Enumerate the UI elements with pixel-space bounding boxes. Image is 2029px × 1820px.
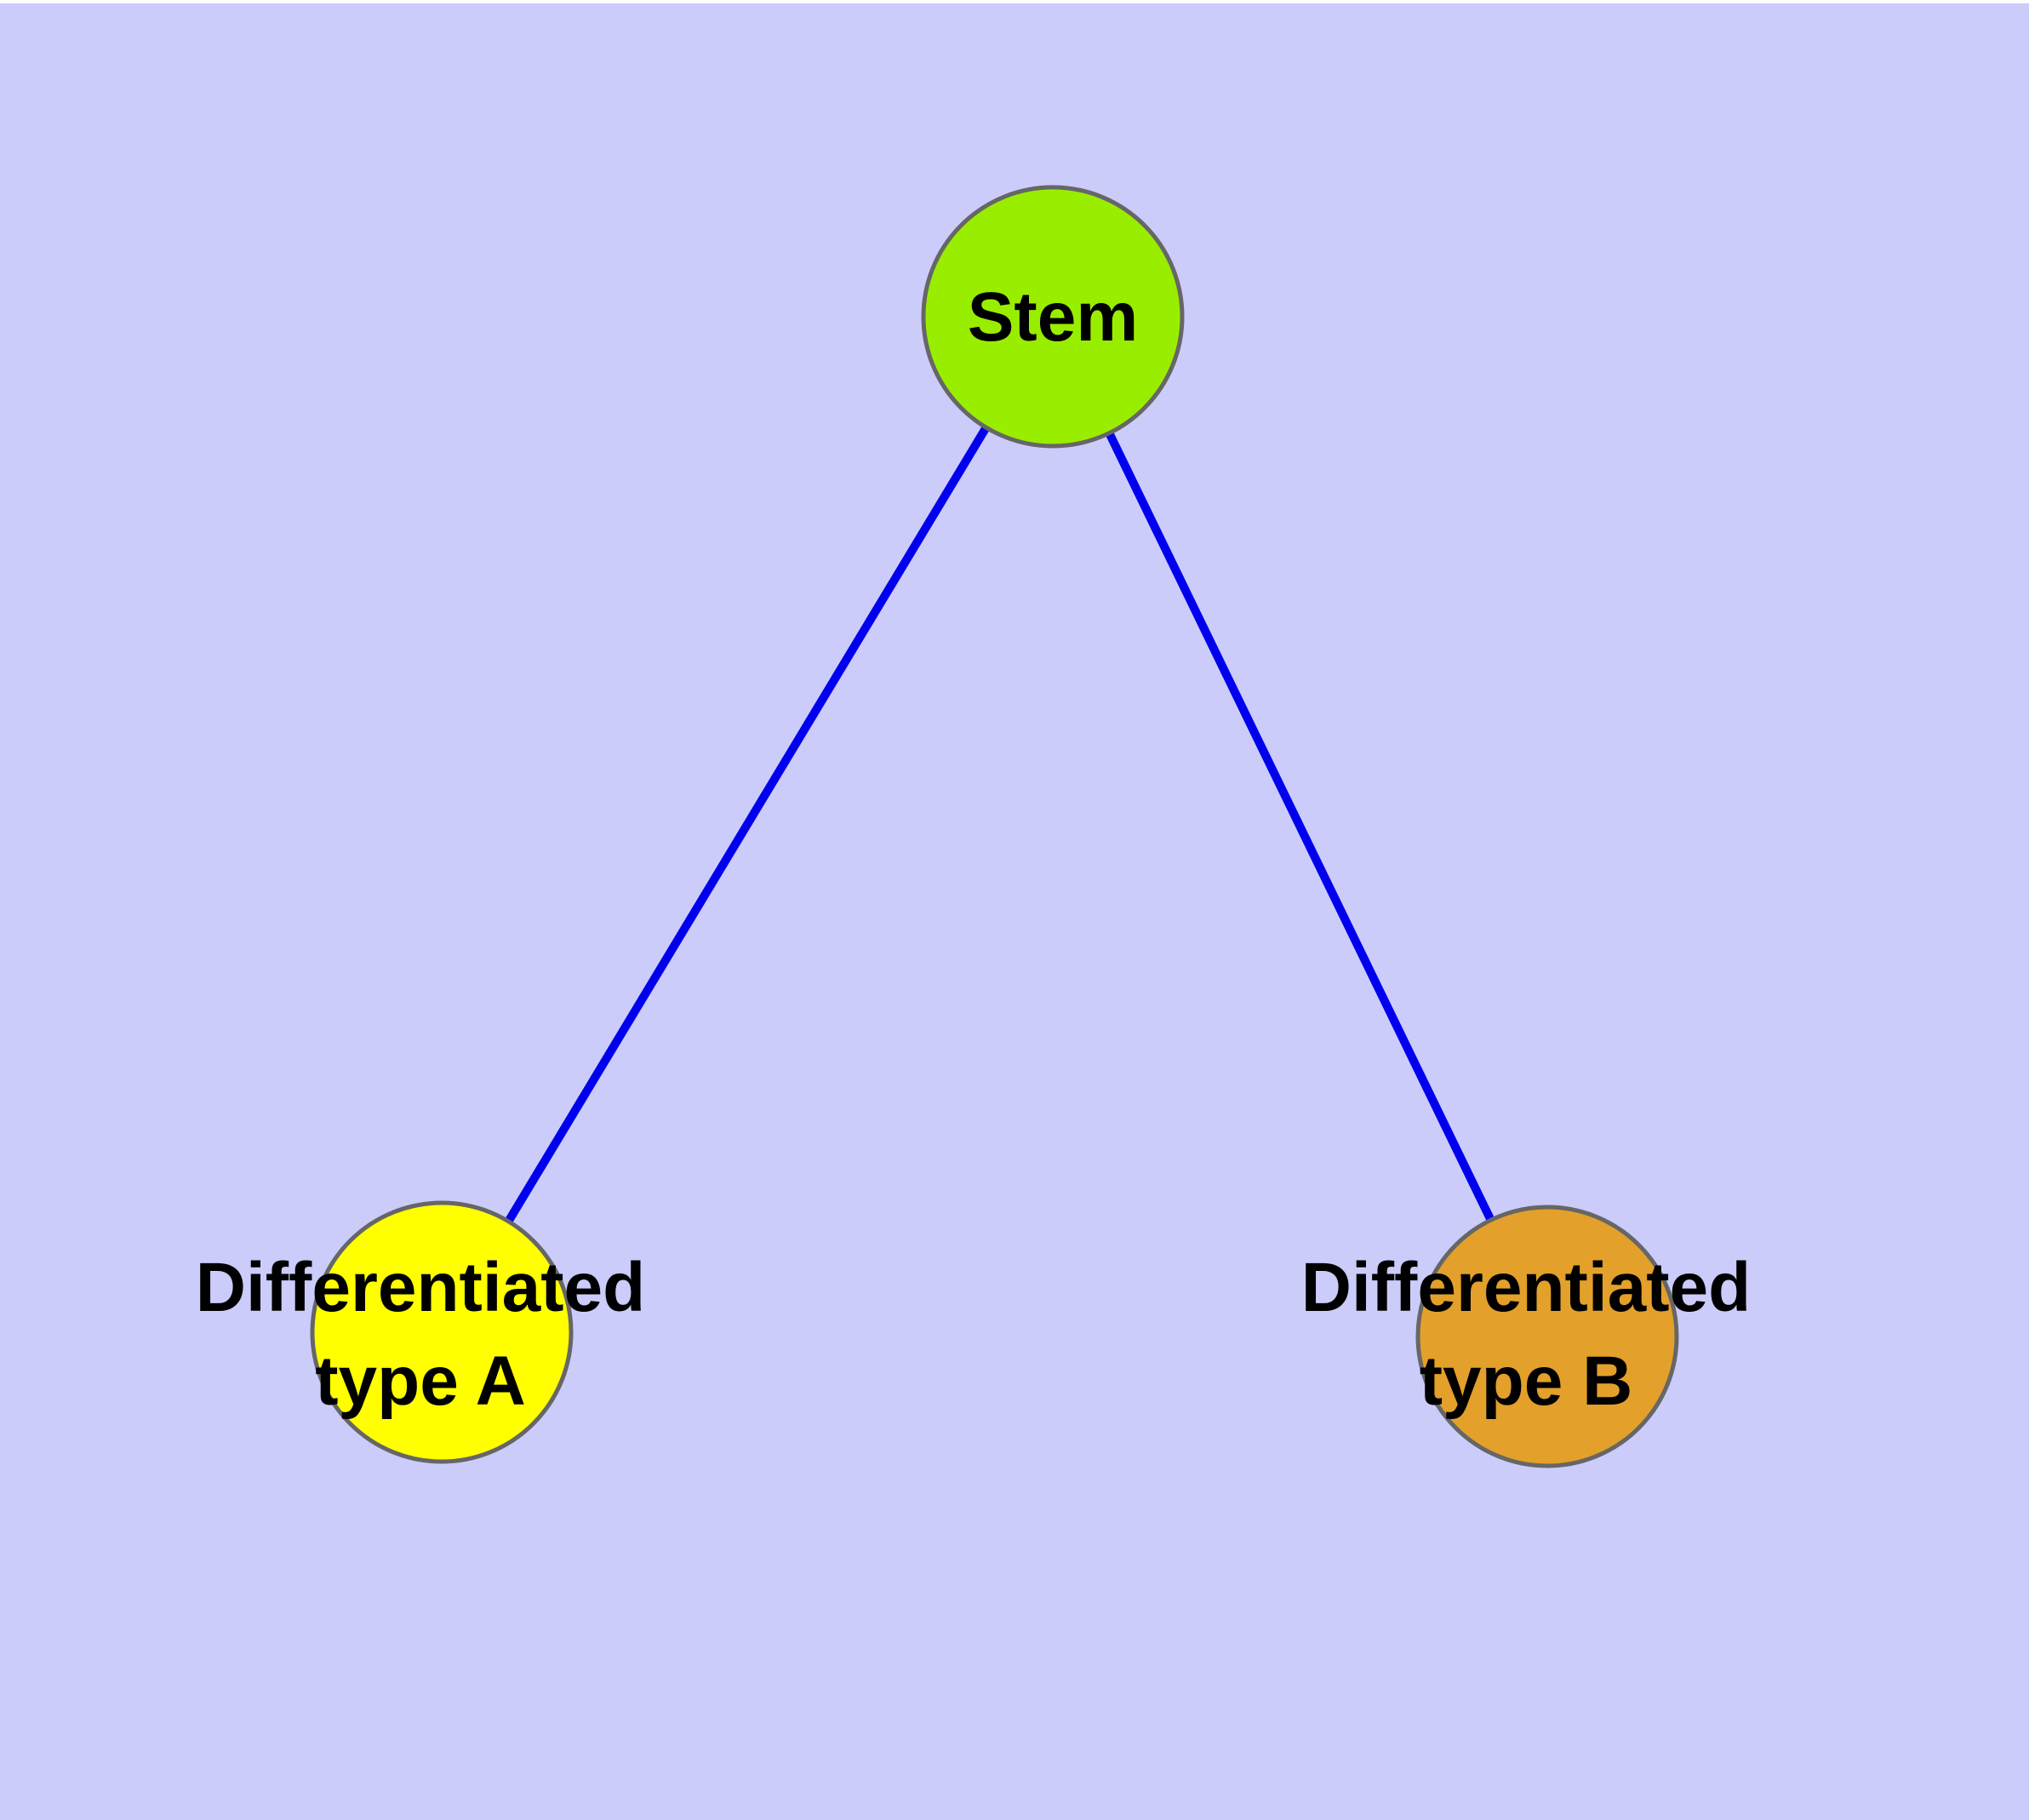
graph-node-diff_a[interactable]: [310, 1200, 574, 1464]
graph-node-label-diff_a: Differentiated type A: [196, 1249, 646, 1420]
nodes-layer: [310, 185, 1679, 1468]
graph-node-stem[interactable]: [921, 185, 1185, 449]
graph-edge: [437, 314, 1057, 1335]
graph-node-label-diff_b: Differentiated type B: [1301, 1249, 1752, 1420]
graph-edge: [1049, 314, 1552, 1339]
graph-node-label-stem: Stem: [968, 278, 1139, 356]
graph-node-diff_b[interactable]: [1415, 1205, 1679, 1468]
label-line: type A: [315, 1342, 526, 1420]
label-line: Differentiated: [1301, 1249, 1752, 1326]
edges-layer: [437, 314, 1552, 1339]
label-line: Stem: [968, 278, 1139, 356]
label-line: Differentiated: [196, 1249, 646, 1326]
label-line: type B: [1420, 1342, 1633, 1420]
